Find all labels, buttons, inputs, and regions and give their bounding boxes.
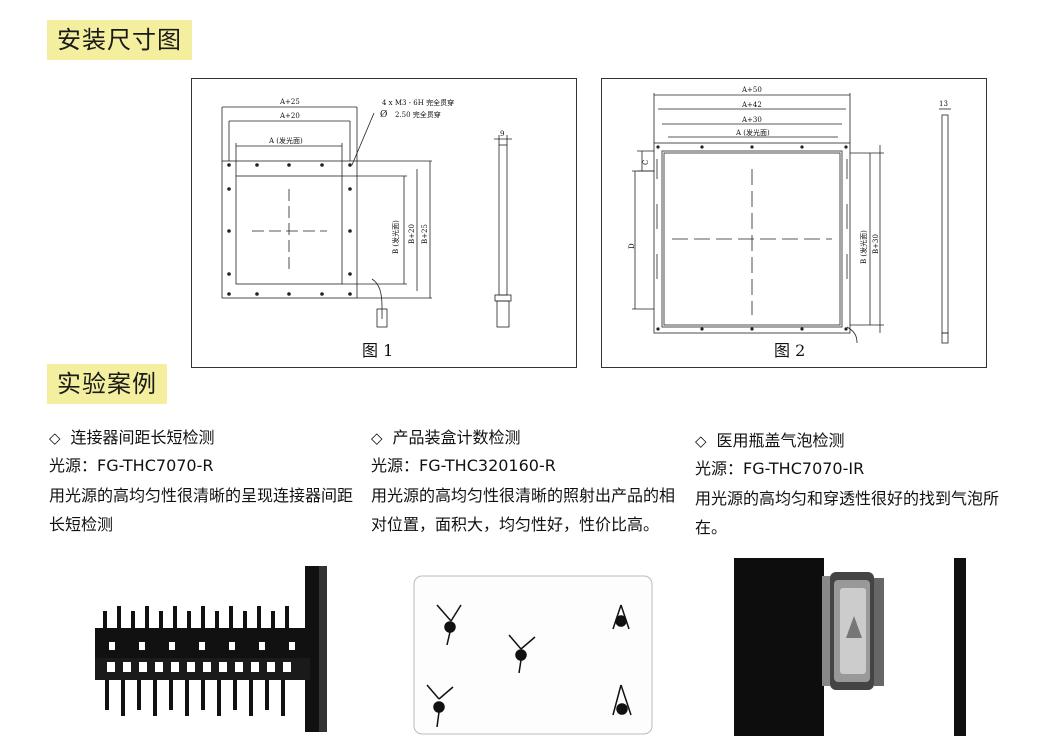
case-connector: ◇ 连接器间距长短检测 光源：FG-THC7070-R 用光源的高均匀性很清晰的呈… [49, 425, 369, 539]
fig1-label-screw1: 4 x M3 - 6H 完全贯穿 [382, 98, 454, 107]
fig1-label-b25: B+25 [421, 224, 429, 244]
fig1-diameter-symbol: Ø [380, 109, 387, 120]
case-title: ◇ 医用瓶盖气泡检测 [695, 428, 1015, 454]
case-source: 光源：FG-THC7070-R [49, 456, 214, 475]
fig2-label-a30: A+30 [741, 116, 762, 124]
fig1-label-side: 9 [500, 130, 504, 138]
fig2-label-a42: A+42 [741, 101, 762, 109]
fig1-label-screw2: 2.50 完全贯穿 [395, 110, 441, 119]
bottle-cap-photo [734, 558, 972, 736]
fig2-label-a: A (发光面) [735, 128, 770, 137]
fig2-label-b: B (发光面) [859, 230, 868, 264]
case-bottle-cap: ◇ 医用瓶盖气泡检测 光源：FG-THC7070-IR 用光源的高均匀和穿透性很好… [695, 428, 1015, 542]
fig2-label-b30: B+30 [872, 234, 880, 254]
fig1-label-a: A (发光面) [268, 136, 303, 145]
case-source: 光源：FG-THC320160-R [371, 456, 556, 475]
diamond-icon: ◇ [371, 429, 383, 447]
connector-photo [95, 566, 327, 732]
install-section-title: 安装尺寸图 [47, 20, 192, 60]
case-description: 用光源的高均匀性很清晰的照射出产品的相对位置，面积大，均匀性好，性价比高。 [371, 486, 676, 534]
fig2-label-a50: A+50 [741, 86, 762, 94]
figure-1: A+25 A+20 A (发光面) 4 x M3 - 6H 完全贯穿 2.50 … [191, 78, 577, 368]
figure-1-drawing: A+25 A+20 A (发光面) 4 x M3 - 6H 完全贯穿 2.50 … [221, 98, 512, 328]
case-title-text: 产品装盒计数检测 [392, 428, 521, 447]
case-title-text: 医用瓶盖气泡检测 [716, 431, 845, 450]
diamond-icon: ◇ [695, 432, 707, 450]
fig1-label-a25: A+25 [279, 98, 300, 106]
figure-1-caption: 图 1 [362, 341, 394, 360]
fig2-label-c: C [642, 160, 650, 165]
case-description: 用光源的高均匀和穿透性很好的找到气泡所在。 [695, 489, 1000, 537]
fig1-label-b20: B+20 [408, 224, 416, 244]
fig2-label-side: 13 [939, 100, 948, 108]
case-source: 光源：FG-THC7070-IR [695, 459, 865, 478]
fig1-label-a20: A+20 [279, 112, 300, 120]
diamond-icon: ◇ [49, 429, 61, 447]
fig2-label-d: D [628, 243, 636, 249]
figure-2-caption: 图 2 [774, 341, 806, 360]
case-title: ◇ 产品装盒计数检测 [371, 425, 691, 451]
cases-section-title: 实验案例 [47, 364, 167, 404]
figure-2: A+50 A+42 A+30 A (发光面) C D B (发光面) B+30 … [601, 78, 987, 368]
product-box-photo [413, 575, 653, 735]
case-description: 用光源的高均匀性很清晰的呈现连接器间距长短检测 [49, 486, 354, 534]
case-product-box: ◇ 产品装盒计数检测 光源：FG-THC320160-R 用光源的高均匀性很清晰的… [371, 425, 691, 539]
case-title: ◇ 连接器间距长短检测 [49, 425, 369, 451]
fig1-label-b: B (发光面) [391, 220, 400, 254]
case-title-text: 连接器间距长短检测 [70, 428, 215, 447]
figure-2-drawing: A+50 A+42 A+30 A (发光面) C D B (发光面) B+30 … [628, 86, 951, 344]
